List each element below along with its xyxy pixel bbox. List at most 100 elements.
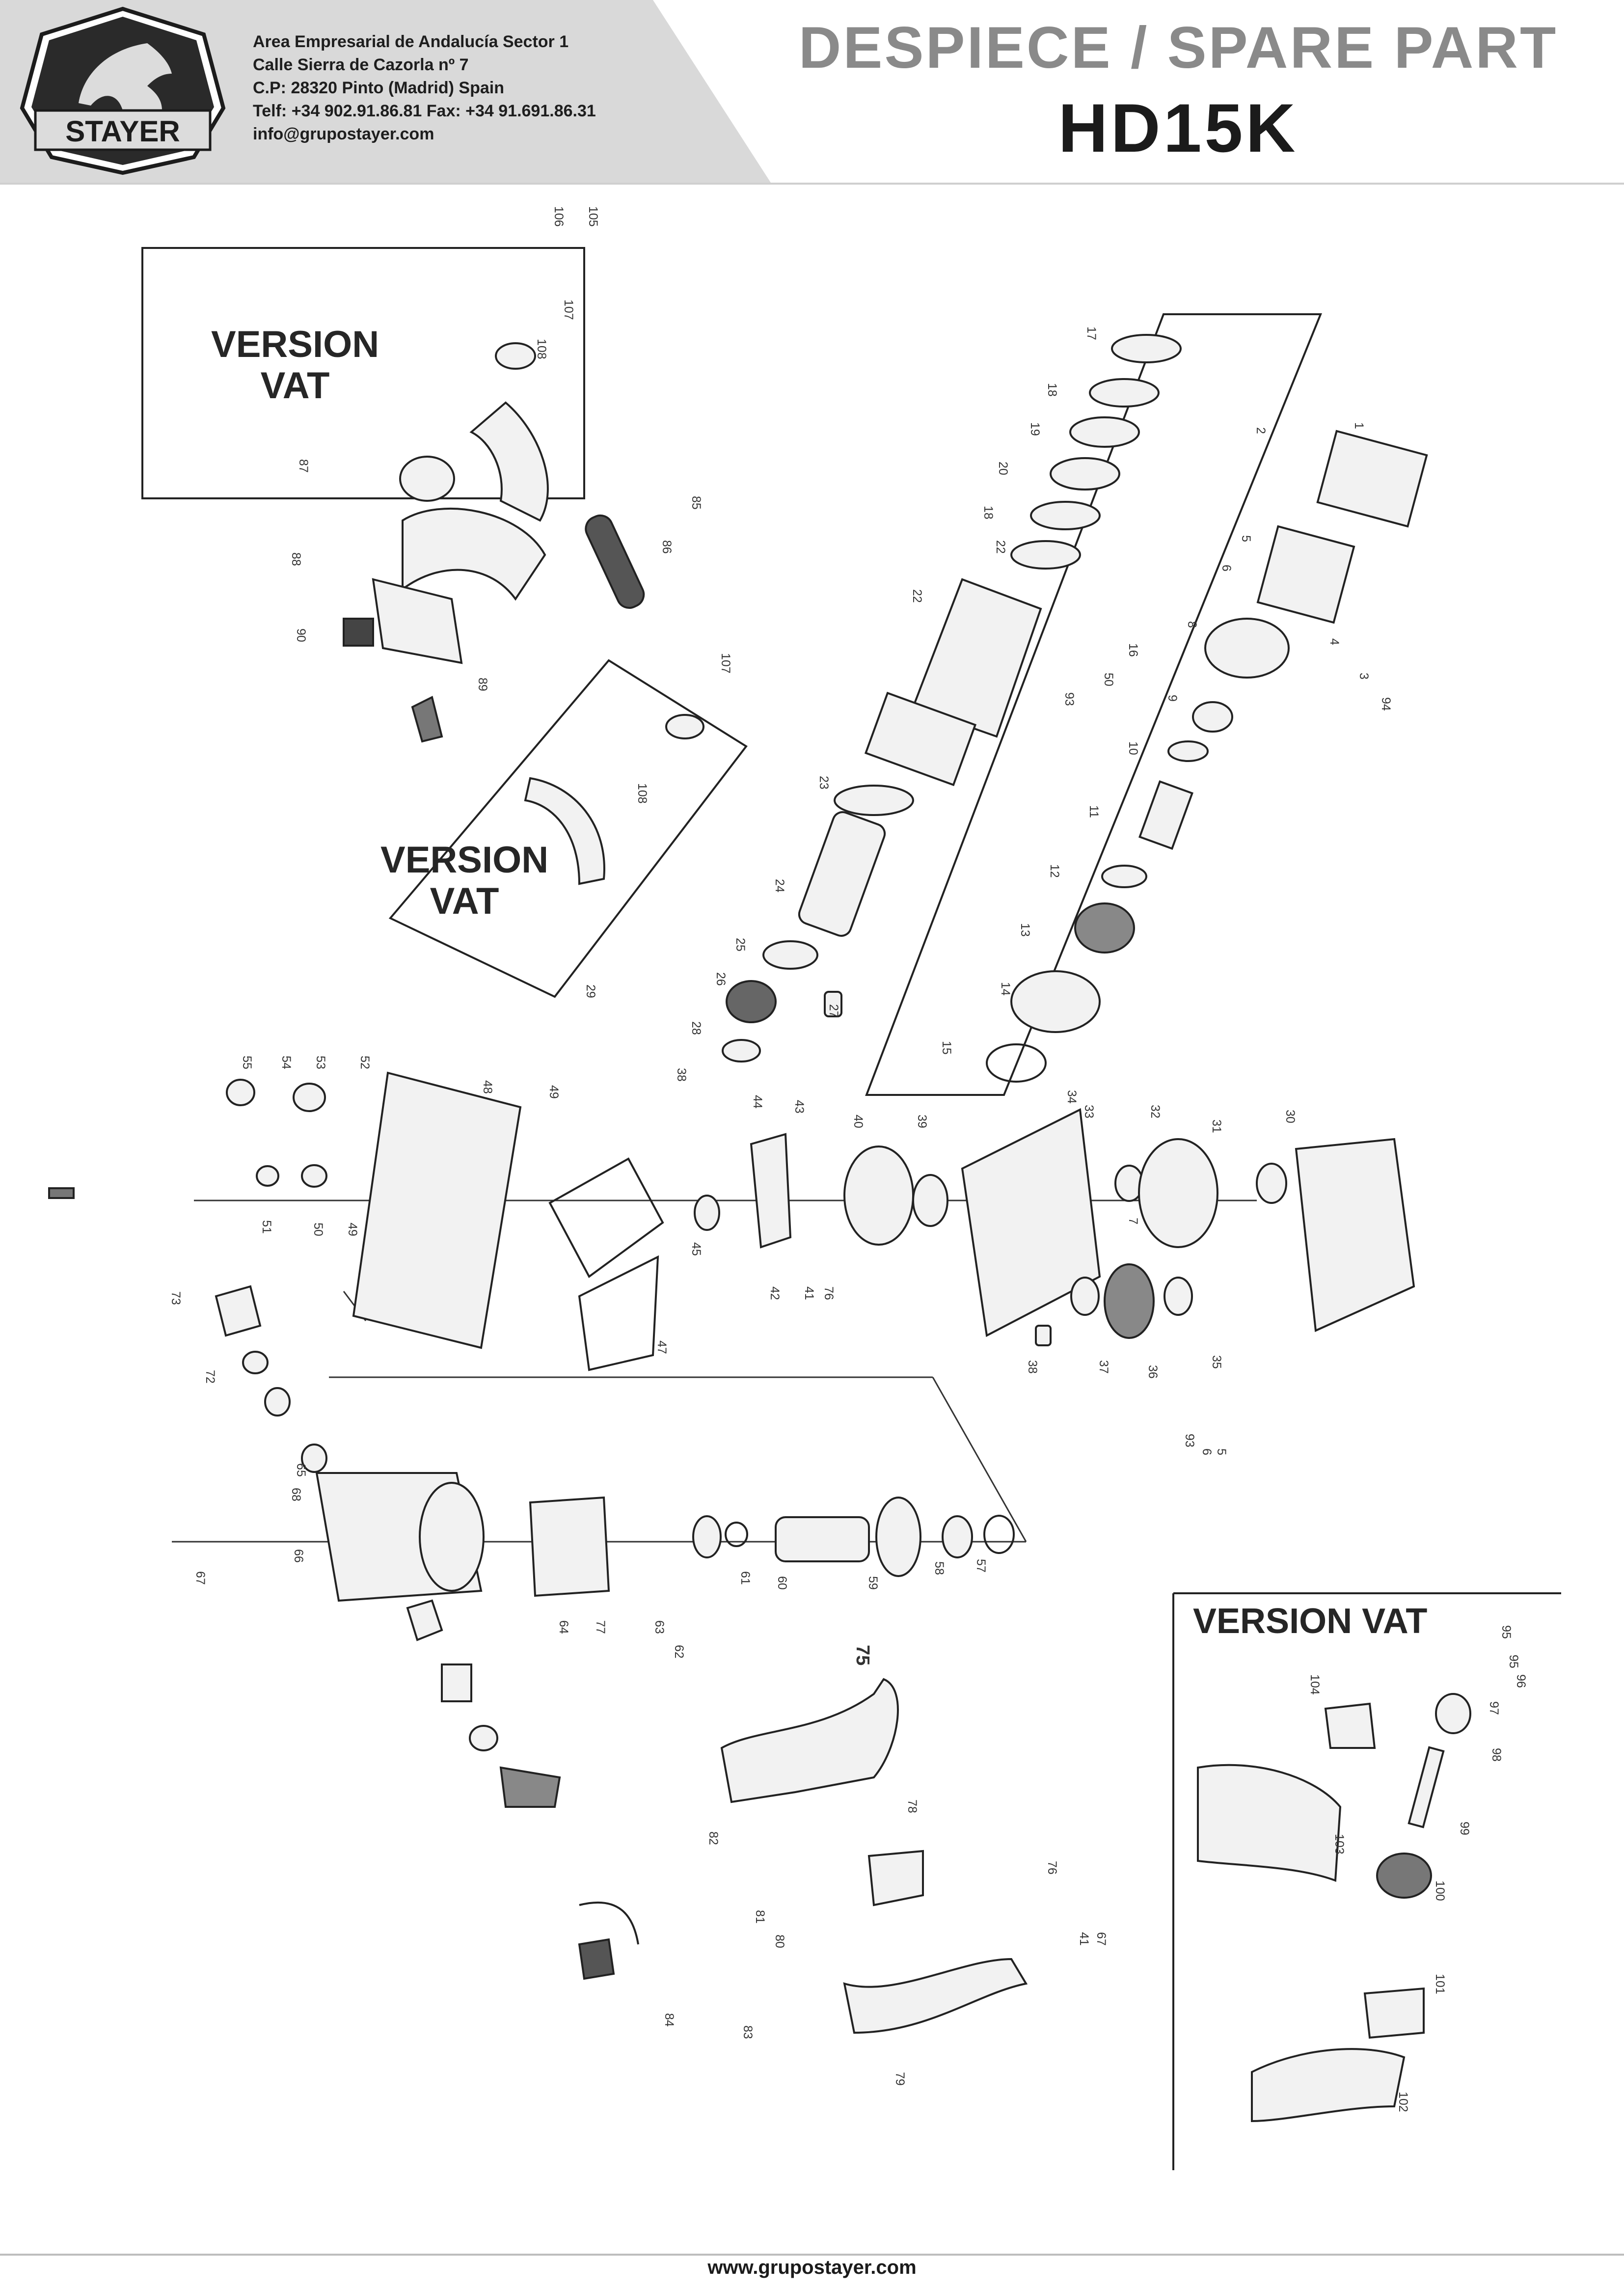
part-number-14: 14 <box>999 982 1012 996</box>
part-number-29: 29 <box>584 984 597 998</box>
version-vat-label-middle: VERSION VAT <box>380 840 548 922</box>
part-number-85: 85 <box>689 496 703 510</box>
part-number-6: 6 <box>1219 565 1233 572</box>
part-number-20: 20 <box>996 462 1010 475</box>
part-number-27: 27 <box>827 1004 840 1018</box>
part-number-54: 54 <box>279 1056 293 1069</box>
part-number-53: 53 <box>314 1056 327 1069</box>
stayer-logo: STAYER <box>20 6 226 175</box>
part-number-93: 93 <box>1062 692 1076 706</box>
part-number-5: 5 <box>1239 535 1253 542</box>
part-number-38: 38 <box>675 1068 688 1082</box>
part-number-51: 51 <box>260 1220 273 1234</box>
part-number-90: 90 <box>294 628 308 642</box>
part-number-80: 80 <box>773 1935 786 1948</box>
part-number-95: 95 <box>1507 1655 1520 1668</box>
logo-text: STAYER <box>65 115 180 148</box>
part-number-6: 6 <box>1200 1448 1214 1455</box>
part-number-87: 87 <box>297 459 310 473</box>
part-number-24: 24 <box>773 879 786 893</box>
part-number-1: 1 <box>1352 422 1366 429</box>
part-number-76: 76 <box>1045 1861 1059 1875</box>
part-number-84: 84 <box>662 2013 676 2027</box>
part-number-19: 19 <box>1028 422 1042 436</box>
part-number-73: 73 <box>169 1291 183 1305</box>
part-number-32: 32 <box>1148 1105 1162 1118</box>
part-number-62: 62 <box>672 1645 686 1659</box>
company-address: Area Empresarial de Andalucía Sector 1 C… <box>253 30 596 146</box>
part-number-4: 4 <box>1327 638 1341 645</box>
part-number-101: 101 <box>1433 1974 1447 1994</box>
part-number-42: 42 <box>768 1286 782 1300</box>
part-number-33: 33 <box>1082 1105 1096 1118</box>
horse-shield-icon <box>20 6 226 175</box>
part-number-65: 65 <box>294 1463 308 1477</box>
part-number-86: 86 <box>660 540 674 554</box>
address-line-2: Calle Sierra de Cazorla nº 7 <box>253 55 469 74</box>
part-number-44: 44 <box>751 1095 764 1109</box>
part-number-57: 57 <box>974 1559 988 1573</box>
part-number-16: 16 <box>1126 643 1140 657</box>
part-number-68: 68 <box>289 1488 303 1501</box>
part-number-9: 9 <box>1165 695 1179 702</box>
part-number-94: 94 <box>1379 697 1393 711</box>
part-number-55: 55 <box>240 1056 254 1069</box>
part-number-17: 17 <box>1084 327 1098 340</box>
version-word: VERSION <box>211 324 379 365</box>
part-number-89: 89 <box>476 678 489 691</box>
part-number-8: 8 <box>1185 621 1199 628</box>
part-number-25: 25 <box>733 938 747 952</box>
part-number-108: 108 <box>535 339 548 359</box>
part-number-105: 105 <box>586 206 600 227</box>
part-shapes <box>48 334 1471 2123</box>
part-number-66: 66 <box>292 1549 305 1563</box>
part-number-5: 5 <box>1215 1448 1228 1455</box>
part-number-49: 49 <box>346 1223 359 1236</box>
part-number-97: 97 <box>1487 1701 1501 1715</box>
address-line-3: C.P: 28320 Pinto (Madrid) Spain <box>253 79 504 97</box>
part-number-50: 50 <box>311 1223 325 1236</box>
version-vat-label-top: VERSION VAT <box>211 324 379 407</box>
part-number-28: 28 <box>689 1021 703 1035</box>
document-title: DESPIECE / SPARE PART <box>798 15 1558 81</box>
part-number-67: 67 <box>1094 1932 1108 1946</box>
part-number-40: 40 <box>851 1115 865 1128</box>
address-line-1: Area Empresarial de Andalucía Sector 1 <box>253 32 569 51</box>
part-number-67: 67 <box>193 1571 207 1585</box>
version-vat-label-bottom-right: VERSION VAT <box>1193 1602 1428 1641</box>
part-number-15: 15 <box>940 1041 953 1055</box>
email-line: info@grupostayer.com <box>253 125 434 143</box>
part-number-10: 10 <box>1126 741 1140 755</box>
part-number-64: 64 <box>557 1620 570 1634</box>
part-number-107: 107 <box>562 300 575 320</box>
part-number-88: 88 <box>289 552 303 566</box>
version-word: VERSION <box>380 839 549 881</box>
part-number-41: 41 <box>1077 1932 1091 1946</box>
part-number-78: 78 <box>905 1799 919 1813</box>
part-number-2: 2 <box>1254 427 1268 434</box>
part-number-18: 18 <box>981 506 995 519</box>
part-number-50: 50 <box>1102 673 1115 686</box>
part-number-77: 77 <box>594 1620 607 1634</box>
part-number-75: 75 <box>852 1645 873 1665</box>
part-number-103: 103 <box>1332 1834 1346 1854</box>
part-number-22: 22 <box>994 540 1007 554</box>
part-number-108: 108 <box>635 783 649 804</box>
part-number-107: 107 <box>719 653 732 674</box>
diagram-frames <box>141 247 1561 2170</box>
model-number: HD15K <box>1058 89 1299 166</box>
part-number-23: 23 <box>817 776 831 790</box>
part-number-104: 104 <box>1308 1674 1322 1695</box>
part-number-31: 31 <box>1210 1119 1223 1133</box>
part-number-102: 102 <box>1396 2092 1410 2112</box>
part-number-99: 99 <box>1458 1822 1471 1835</box>
part-number-60: 60 <box>775 1576 789 1590</box>
part-number-30: 30 <box>1283 1110 1297 1123</box>
part-number-26: 26 <box>714 972 728 986</box>
part-number-49: 49 <box>547 1085 561 1099</box>
phone-fax-line: Telf: +34 902.91.86.81 Fax: +34 91.691.8… <box>253 102 596 120</box>
part-number-48: 48 <box>481 1080 494 1094</box>
part-number-93: 93 <box>1183 1434 1196 1447</box>
